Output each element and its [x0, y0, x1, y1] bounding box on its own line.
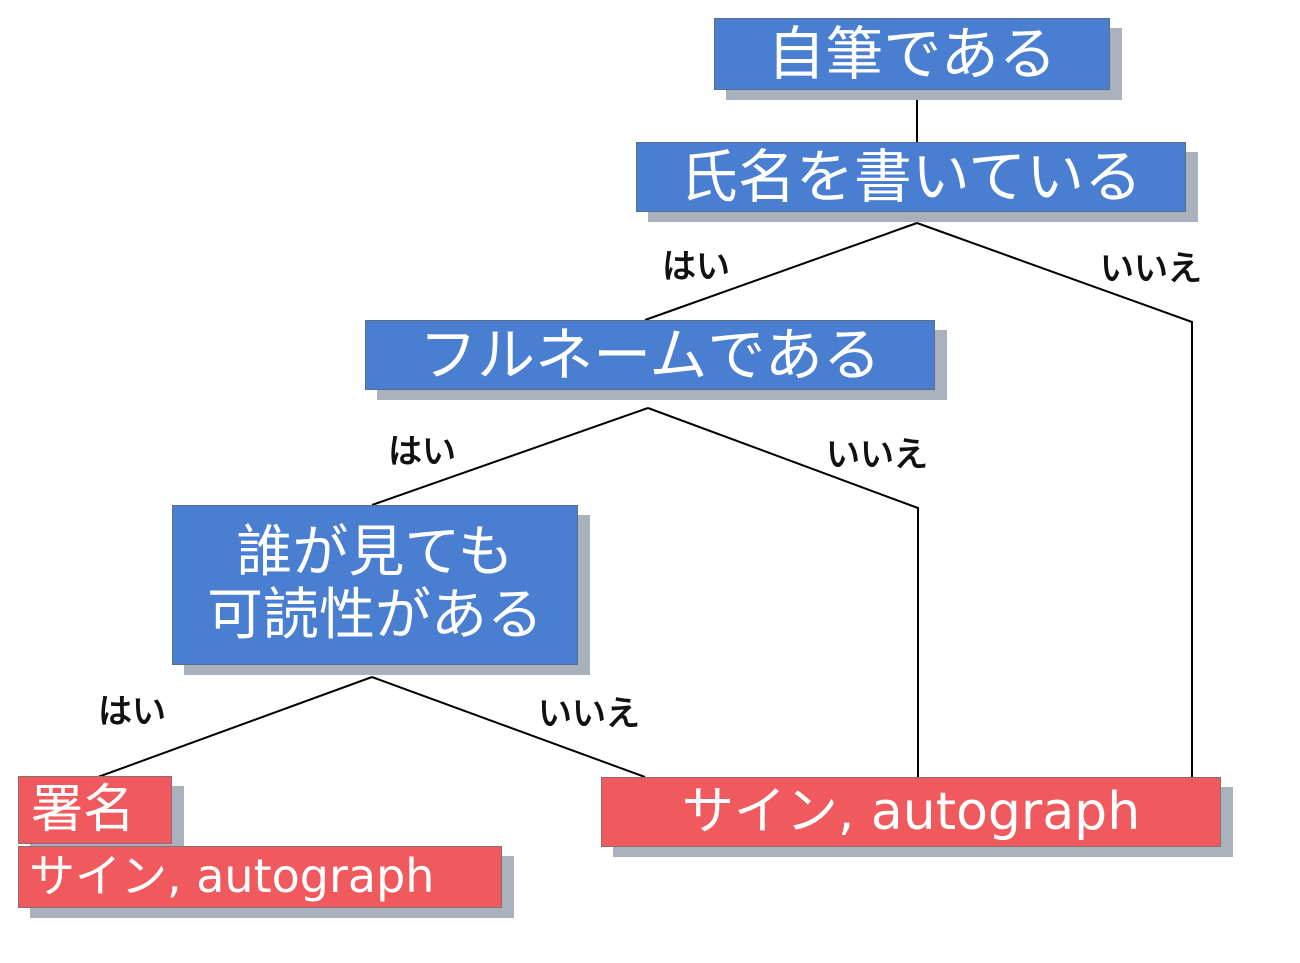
- edge-q2-yes: [644, 222, 918, 321]
- edge-q4-no: [371, 676, 646, 778]
- result-sign-autograph-left-text: サイン, autograph: [29, 849, 435, 904]
- result-sign-autograph-right: サイン, autograph: [601, 777, 1221, 847]
- result-sign-autograph-right-text: サイン, autograph: [681, 781, 1141, 842]
- edge-q4-yes: [97, 676, 373, 778]
- edge-q2-no: [916, 222, 1193, 777]
- edge-q3-yes: [371, 407, 649, 506]
- node-writes-name-text: 氏名を書いている: [679, 142, 1143, 211]
- label-yes-q4: はい: [98, 692, 166, 732]
- node-legible-text-line2: 可読性がある: [207, 583, 543, 648]
- label-no-q2: いいえ: [1100, 249, 1202, 289]
- result-signature-text: 署名: [31, 779, 136, 840]
- node-full-name: フルネームである: [365, 320, 935, 390]
- node-legible-text-line1: 誰が見ても: [236, 520, 514, 586]
- result-signature: 署名: [18, 776, 172, 844]
- label-yes-q2: はい: [662, 247, 730, 287]
- node-full-name-text: フルネームである: [419, 320, 881, 389]
- edge-q3-no: [647, 407, 919, 777]
- node-writes-name: 氏名を書いている: [636, 142, 1186, 212]
- result-sign-autograph-left: サイン, autograph: [18, 846, 502, 908]
- node-handwritten: 自筆である: [714, 18, 1110, 90]
- node-handwritten-text: 自筆である: [767, 19, 1057, 88]
- node-legible: 誰が見ても 可読性がある: [172, 505, 578, 665]
- label-yes-q3: はい: [388, 432, 456, 472]
- label-no-q4: いいえ: [538, 694, 640, 734]
- label-no-q3: いいえ: [826, 435, 928, 475]
